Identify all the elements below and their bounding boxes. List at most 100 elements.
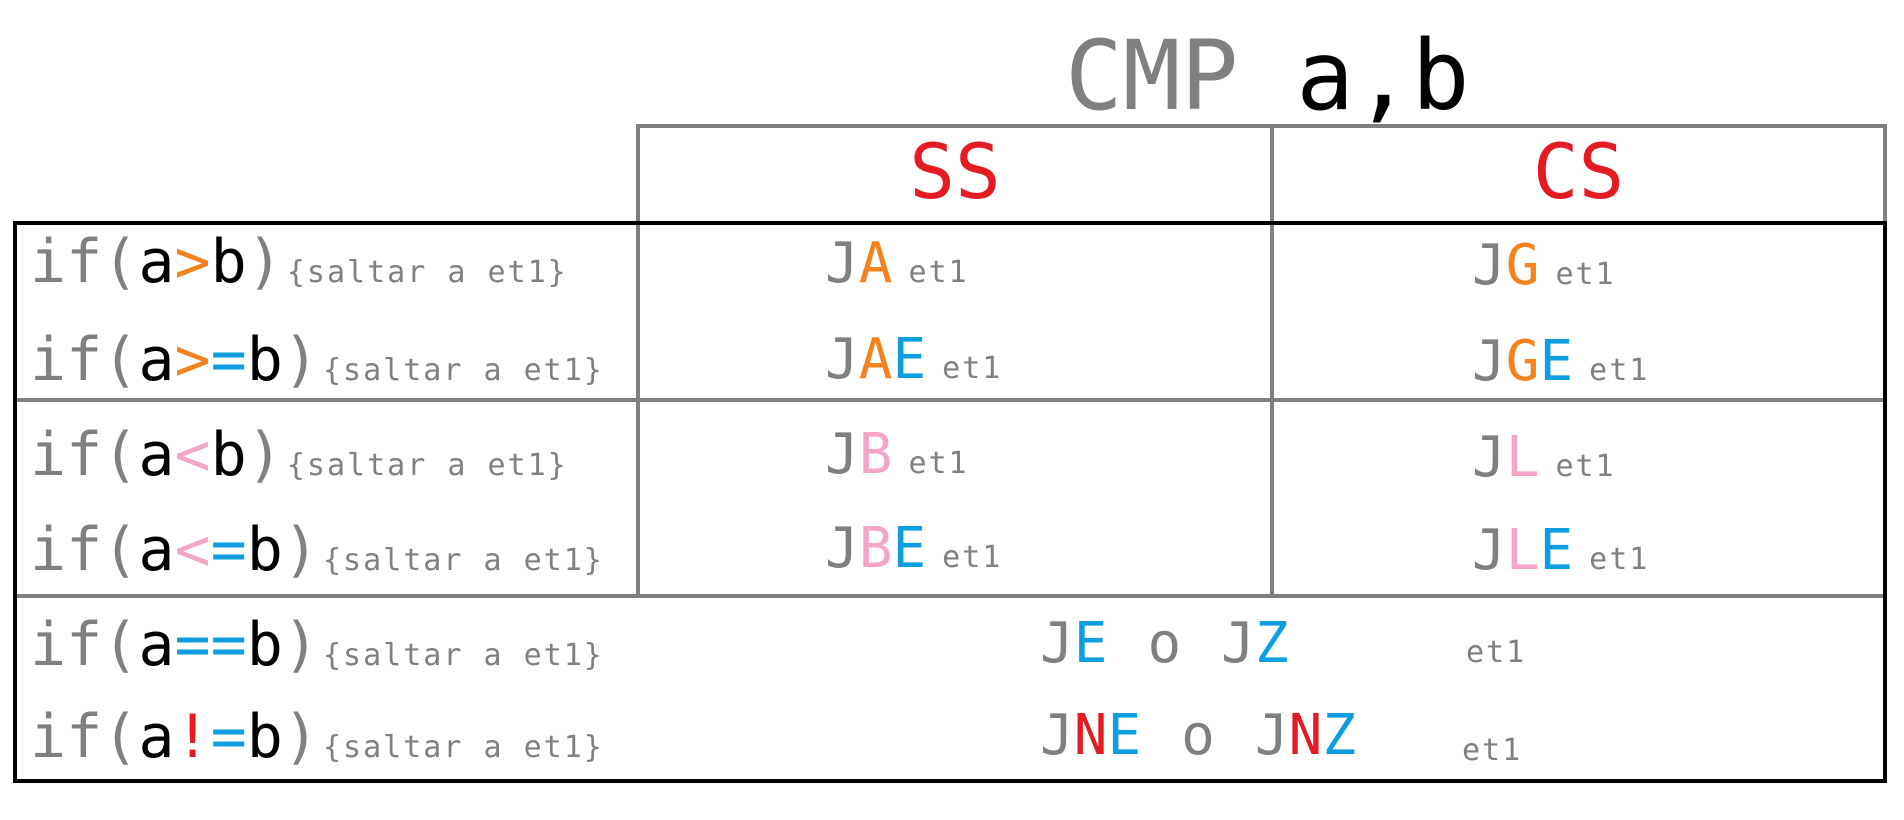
if-keyword: if bbox=[30, 610, 103, 680]
operand-b: b bbox=[246, 702, 283, 772]
jump-note: {saltar a et1} bbox=[286, 448, 568, 483]
paren-open: ( bbox=[102, 420, 139, 490]
instr-cond: A bbox=[858, 327, 893, 392]
instr-prefix: J bbox=[1472, 329, 1506, 394]
if-keyword: if bbox=[30, 702, 103, 772]
if-keyword: if bbox=[30, 420, 103, 490]
instr-prefix: J bbox=[825, 327, 859, 392]
title-mnemonic: CMP bbox=[1065, 20, 1239, 132]
header-cs: CS bbox=[1532, 127, 1625, 216]
operator-less: < bbox=[174, 515, 211, 585]
table-frame bbox=[13, 221, 1887, 783]
instr-zero: Z bbox=[1254, 611, 1289, 676]
operand-b: b bbox=[210, 420, 247, 490]
instr-suffix: E bbox=[892, 516, 927, 581]
operand-a: a bbox=[138, 515, 175, 585]
instr-label: et1 bbox=[942, 540, 1003, 575]
paren-open: ( bbox=[102, 610, 139, 680]
paren-close: ) bbox=[282, 515, 319, 585]
operand-a: a bbox=[138, 227, 175, 297]
paren-close: ) bbox=[282, 610, 319, 680]
operator-equal: = bbox=[210, 702, 247, 772]
paren-open: ( bbox=[102, 227, 139, 297]
jump-note: {saltar a et1} bbox=[323, 730, 604, 765]
condition-greater: if(a>b){saltar a et1} bbox=[30, 230, 568, 305]
instr-prefix: J bbox=[1221, 611, 1255, 676]
instr-equal: E bbox=[1073, 611, 1108, 676]
operator-greater: > bbox=[174, 325, 211, 395]
instr-zero: Z bbox=[1322, 703, 1357, 768]
if-keyword: if bbox=[30, 227, 103, 297]
jne-jnz-label: et1 bbox=[1462, 733, 1523, 768]
instr-prefix: J bbox=[825, 422, 859, 487]
instr-prefix: J bbox=[1040, 703, 1074, 768]
if-keyword: if bbox=[30, 325, 103, 395]
operator-greater: > bbox=[174, 227, 211, 297]
instr-cond: B bbox=[858, 422, 893, 487]
condition-less-equal: if(a<=b){saltar a et1} bbox=[30, 518, 604, 593]
operand-a: a bbox=[138, 325, 175, 395]
operator-equal: = bbox=[210, 515, 247, 585]
jump-note: {saltar a et1} bbox=[286, 255, 568, 290]
instr-equal: E bbox=[1107, 703, 1142, 768]
instr-label: et1 bbox=[1555, 449, 1616, 484]
title: CMP a,b bbox=[1065, 24, 1470, 128]
instr-prefix: J bbox=[1472, 518, 1506, 583]
paren-close: ) bbox=[282, 325, 319, 395]
if-keyword: if bbox=[30, 515, 103, 585]
or-word: o bbox=[1147, 611, 1182, 676]
instr-cond: A bbox=[858, 231, 893, 296]
paren-open: ( bbox=[102, 702, 139, 772]
paren-close: ) bbox=[246, 227, 283, 297]
instr-label: et1 bbox=[1555, 257, 1616, 292]
jump-note: {saltar a et1} bbox=[323, 638, 604, 673]
instr-cond: B bbox=[858, 516, 893, 581]
instr-suffix: E bbox=[1539, 329, 1574, 394]
operand-b: b bbox=[246, 325, 283, 395]
operator-not: ! bbox=[174, 702, 211, 772]
instr-suffix: E bbox=[1539, 518, 1574, 583]
instr-label: et1 bbox=[908, 255, 969, 290]
instr-not: N bbox=[1073, 703, 1108, 768]
condition-less: if(a<b){saltar a et1} bbox=[30, 423, 568, 498]
operand-a: a bbox=[138, 420, 175, 490]
instr-label: et1 bbox=[908, 446, 969, 481]
operator-equal-2: = bbox=[210, 610, 247, 680]
operand-b: b bbox=[210, 227, 247, 297]
condition-greater-equal: if(a>=b){saltar a et1} bbox=[30, 328, 604, 403]
instr-cond: L bbox=[1505, 425, 1540, 490]
instr-not: N bbox=[1288, 703, 1323, 768]
title-operands: a,b bbox=[1296, 20, 1470, 132]
instr-cond: L bbox=[1505, 518, 1540, 583]
instr-label: et1 bbox=[1589, 353, 1650, 388]
je-jz-label: et1 bbox=[1466, 635, 1527, 670]
header-ss: SS bbox=[909, 127, 1001, 216]
paren-close: ) bbox=[282, 702, 319, 772]
instr-prefix: J bbox=[1040, 611, 1074, 676]
instr-suffix: E bbox=[892, 327, 927, 392]
instr-prefix: J bbox=[1472, 425, 1506, 490]
condition-not-equal: if(a!=b){saltar a et1} bbox=[30, 705, 604, 780]
operand-a: a bbox=[138, 702, 175, 772]
instr-label: et1 bbox=[942, 351, 1003, 386]
instr-prefix: J bbox=[1254, 703, 1289, 768]
instr-prefix: J bbox=[825, 516, 859, 581]
operand-a: a bbox=[138, 610, 175, 680]
operator-less: < bbox=[174, 420, 211, 490]
operator-equal: = bbox=[210, 325, 247, 395]
condition-equal: if(a==b){saltar a et1} bbox=[30, 613, 604, 688]
operator-equal-1: = bbox=[174, 610, 211, 680]
jump-note: {saltar a et1} bbox=[323, 353, 604, 388]
instr-cond: G bbox=[1505, 329, 1540, 394]
instr-prefix: J bbox=[825, 231, 859, 296]
operand-b: b bbox=[246, 610, 283, 680]
